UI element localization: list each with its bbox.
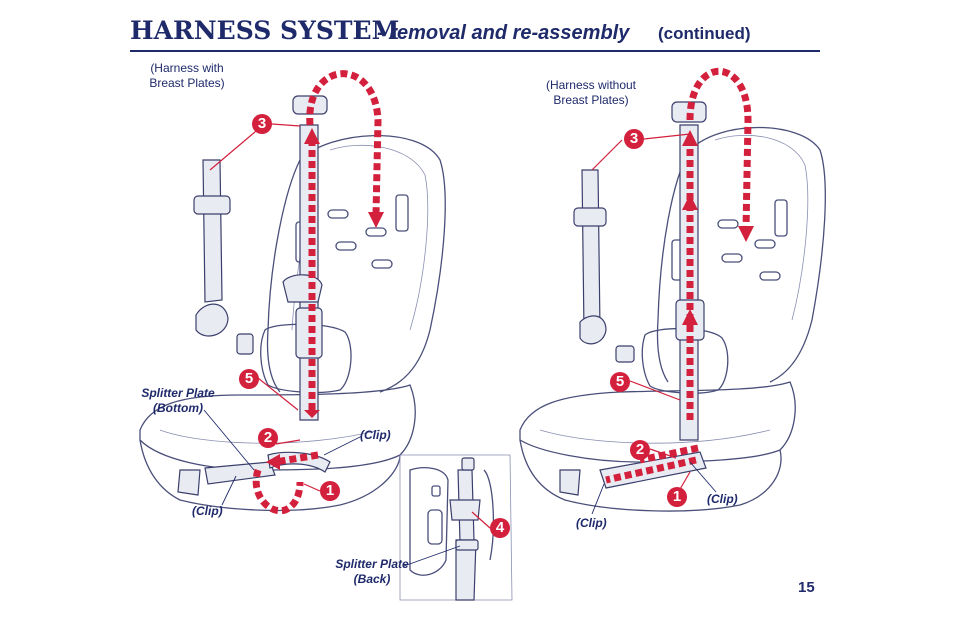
left-car-seat-illustration <box>139 70 446 515</box>
step-5-badge-left: 5 <box>239 369 259 389</box>
center-back-view-illustration <box>399 454 513 601</box>
clip-label-right: (Clip) <box>707 492 738 506</box>
left-figure-caption: (Harness with Breast Plates) <box>137 61 237 91</box>
right-car-seat-illustration <box>519 67 826 512</box>
splitter-plate-back-label: Splitter Plate (Back) <box>322 557 422 587</box>
page-title: HARNESS SYSTEM <box>130 16 400 45</box>
step-1-badge-right: 1 <box>667 487 687 507</box>
right-figure-caption: (Harness without Breast Plates) <box>531 78 651 108</box>
splitter-back-line2: (Back) <box>353 572 391 586</box>
splitter-bottom-line2: (Bottom) <box>153 401 203 415</box>
step-3-badge-left: 3 <box>252 114 272 134</box>
right-caption-line2: Breast Plates) <box>553 93 629 107</box>
page-number: 15 <box>798 579 815 596</box>
left-caption-line2: Breast Plates) <box>149 76 225 90</box>
step-4-badge: 4 <box>490 518 510 538</box>
step-3-badge-right: 3 <box>624 129 644 149</box>
page-header: HARNESS SYSTEM - removal and re-assembly… <box>130 14 820 52</box>
splitter-bottom-line1: Splitter Plate <box>141 386 215 400</box>
left-caption-line1: (Harness with <box>150 61 224 75</box>
clip-label-left-lower: (Clip) <box>192 504 223 518</box>
right-caption-line1: (Harness without <box>545 78 637 92</box>
splitter-plate-bottom-label: Splitter Plate (Bottom) <box>128 386 228 416</box>
continued-label: (continued) <box>658 24 751 43</box>
step-2-badge-right: 2 <box>630 440 650 460</box>
step-5-badge-right: 5 <box>610 372 630 392</box>
step-2-badge-left: 2 <box>258 428 278 448</box>
splitter-back-line1: Splitter Plate <box>335 557 409 571</box>
page-subtitle: - removal and re-assembly <box>377 22 630 44</box>
step-1-badge-left: 1 <box>320 481 340 501</box>
clip-label-left-upper: (Clip) <box>360 428 391 442</box>
clip-label-right-lower: (Clip) <box>576 516 607 530</box>
